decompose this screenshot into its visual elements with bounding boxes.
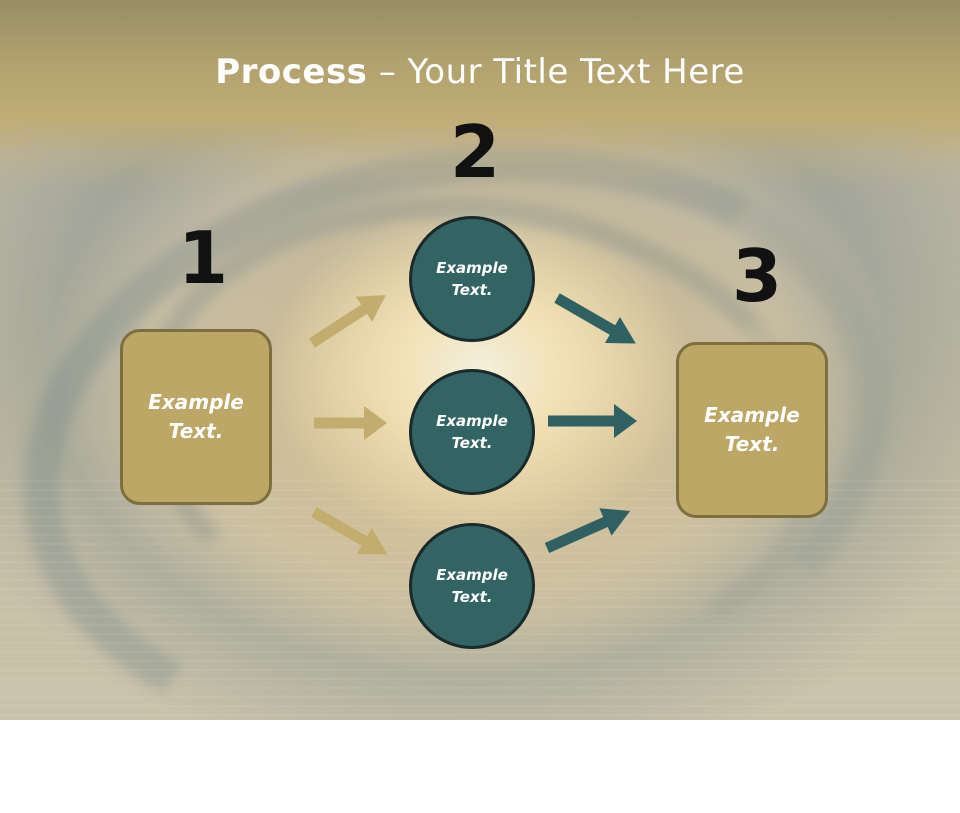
step-number-3[interactable]: 3	[732, 234, 783, 318]
circle-bottom-text: Example Text.	[436, 565, 508, 607]
step-number-1[interactable]: 1	[178, 216, 229, 300]
circle-middle-text: Example Text.	[436, 411, 508, 453]
flow-arrows	[309, 293, 637, 555]
gold-arrows	[309, 295, 388, 555]
step2-circle-bottom[interactable]: Example Text.	[409, 523, 535, 649]
arrow-from-top-circle	[554, 293, 636, 344]
step1-box[interactable]: Example Text.	[120, 329, 272, 505]
arrow-to-middle-circle	[314, 406, 387, 440]
teal-arrows	[544, 293, 637, 554]
step1-text: Example Text.	[148, 390, 244, 443]
title-bold: Process	[215, 52, 368, 92]
step2-circle-middle[interactable]: Example Text.	[409, 369, 535, 495]
title-rest: – Your Title Text Here	[367, 52, 745, 92]
arrow-from-middle-circle	[548, 404, 637, 438]
arrow-from-bottom-circle	[544, 508, 631, 554]
step2-circle-top[interactable]: Example Text.	[409, 216, 535, 342]
slide-title[interactable]: Process – Your Title Text Here	[0, 52, 960, 92]
step-number-2[interactable]: 2	[450, 110, 501, 194]
header-band	[0, 0, 960, 190]
step3-text: Example Text.	[704, 403, 800, 456]
step3-box[interactable]: Example Text.	[676, 342, 828, 518]
circle-top-text: Example Text.	[436, 258, 508, 300]
arrow-to-top-circle	[309, 295, 386, 348]
arrow-to-bottom-circle	[311, 507, 388, 555]
